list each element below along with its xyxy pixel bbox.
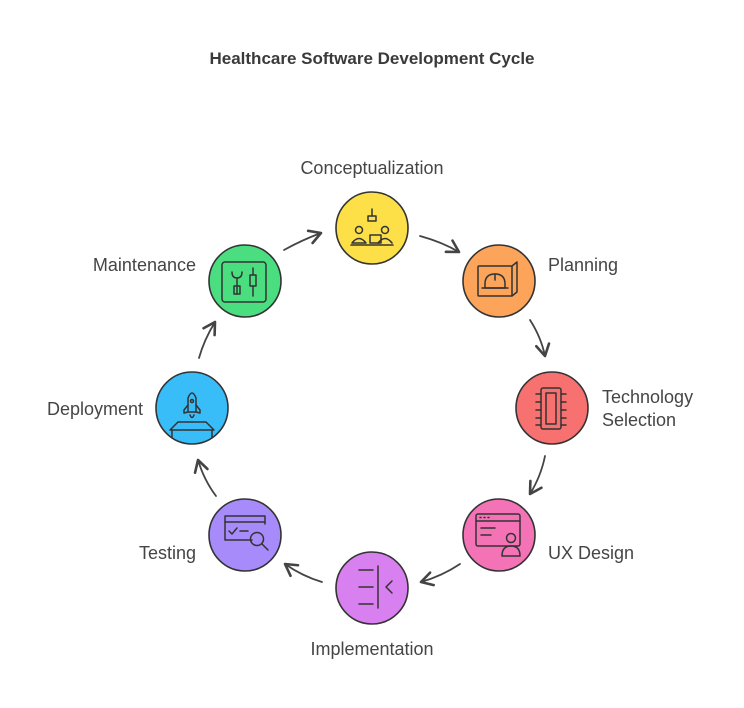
search-checklist-icon [224,515,269,551]
stage-label-technology-selection-line2: Selection [602,410,677,430]
stage-label-conceptualization: Conceptualization [300,158,444,178]
stage-label-deployment: Deployment [46,399,143,419]
stage-circle-conceptualization [335,191,409,265]
stage-label-maintenance: Maintenance [92,255,196,275]
stage-circle-testing [208,498,282,572]
arrow-implementation-to-testing [283,562,323,583]
stage-circle-technology-selection [515,371,589,445]
arrow-maintenance-to-concept [283,229,323,251]
stage-label-technology-selection: Technology Selection [602,386,693,432]
stage-label-implementation: Implementation [310,639,434,659]
arrow-uxdesign-to-implementation [419,563,461,587]
stage-circle-deployment [155,371,229,445]
user-interface-icon [475,513,521,557]
stage-circle-ux-design [462,498,536,572]
cycle-arrows [193,229,551,587]
blueprint-hardhat-icon [477,261,518,297]
split-panel-icon [358,565,393,609]
diagram-title: Healthcare Software Development Cycle [209,49,535,68]
team-meeting-icon [350,208,394,246]
stage-circle-maintenance [208,244,282,318]
stage-label-planning: Planning [548,255,619,275]
stage-label-testing: Testing [138,543,196,563]
arrow-deployment-to-maintenance [198,320,217,359]
arrow-planning-to-techselection [529,319,551,358]
microchip-icon [535,387,567,430]
stage-circle-implementation [335,551,409,625]
rocket-launch-icon [169,392,215,438]
stage-label-ux-design: UX Design [548,543,635,563]
arrow-concept-to-planning [419,235,461,254]
arrow-techselection-to-uxdesign [528,455,546,496]
stage-label-technology-selection-line1: Technology [602,387,694,407]
tools-icon [221,261,267,303]
arrow-testing-to-deployment [193,458,217,497]
stage-circle-planning [462,244,536,318]
